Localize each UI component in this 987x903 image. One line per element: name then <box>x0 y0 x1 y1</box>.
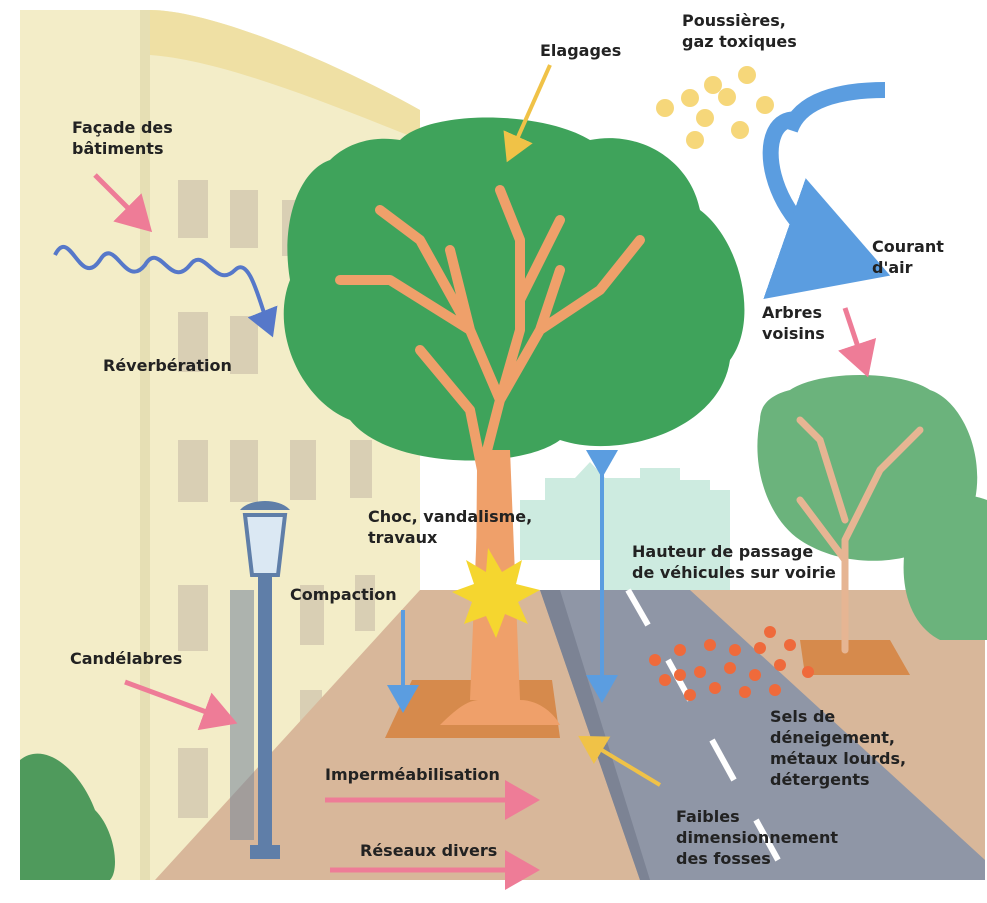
reseaux-label-line-1: Réseaux divers <box>360 841 498 860</box>
faibles-label-line-3: des fosses <box>676 849 771 868</box>
faibles-label-line-1: Faibles <box>676 807 740 826</box>
compaction-label: Compaction <box>290 584 397 605</box>
candelabres-label: Candélabres <box>70 648 182 669</box>
choc-label-line-2: travaux <box>368 528 438 547</box>
choc-label: Choc, vandalisme, travaux <box>368 506 532 548</box>
neighbor-tree <box>757 375 987 654</box>
candelabres-arrow <box>124 679 238 731</box>
sels-label-line-2: déneigement, <box>770 728 895 747</box>
elagages-label: Elagages <box>540 40 621 61</box>
poussieres-label: Poussières, gaz toxiques <box>682 10 797 52</box>
candelabres-label-line-1: Candélabres <box>70 649 183 668</box>
sels-label-line-4: détergents <box>770 770 870 789</box>
courant-label-line-1: Courant <box>872 237 944 256</box>
compaction-label-line-1: Compaction <box>290 585 397 604</box>
main-tree <box>283 117 745 725</box>
reverberation-label: Réverbération <box>103 355 232 376</box>
elagages-arrow <box>503 64 552 163</box>
sels-label-line-3: métaux lourds, <box>770 749 907 768</box>
arbres-voisins-label-line-2: voisins <box>762 324 825 343</box>
faibles-label: Faibles dimensionnement des fosses <box>676 806 838 869</box>
faibles-arrow <box>578 735 662 787</box>
impact-star <box>452 548 540 638</box>
reverberation-label-line-1: Réverbération <box>103 356 232 375</box>
faibles-label-line-2: dimensionnement <box>676 828 839 847</box>
choc-label-line-1: Choc, vandalisme, <box>368 507 533 526</box>
arbres-voisins-label: Arbres voisins <box>762 302 825 344</box>
neighbor-trees-arrow <box>838 307 877 378</box>
facade-label-line-1: Façade des <box>72 118 173 137</box>
courant-label: Courant d'air <box>872 236 944 278</box>
impermeabilisation-label: Imperméabilisation <box>325 764 500 785</box>
hauteur-label-line-1: Hauteur de passage <box>632 542 814 561</box>
reverberation-wave-arrow <box>53 245 278 338</box>
arbres-voisins-label-line-1: Arbres <box>762 303 822 322</box>
dust-particles <box>656 66 774 149</box>
neighbor-tree-pit <box>800 640 910 675</box>
facade-arrow <box>93 173 153 233</box>
poussieres-label-line-2: gaz toxiques <box>682 32 797 51</box>
courant-label-line-2: d'air <box>872 258 913 277</box>
salt-particles <box>649 626 814 701</box>
sels-label-line-1: Sels de <box>770 707 836 726</box>
impermeabilisation-label-line-1: Imperméabilisation <box>325 765 500 784</box>
bush <box>20 753 115 880</box>
air-current-arrow <box>762 111 891 299</box>
poussieres-label-line-1: Poussières, <box>682 11 786 30</box>
hauteur-label-line-2: de véhicules sur voirie <box>632 563 836 582</box>
hauteur-label: Hauteur de passage de véhicules sur voir… <box>632 541 836 583</box>
air-current-arrow-top <box>782 82 886 134</box>
facade-label-line-2: bâtiments <box>72 139 164 158</box>
sels-label: Sels de déneigement, métaux lourds, déte… <box>770 706 906 790</box>
facade-label: Façade des bâtiments <box>72 117 173 159</box>
reseaux-label: Réseaux divers <box>360 840 497 861</box>
elagages-label-line-1: Elagages <box>540 41 622 60</box>
